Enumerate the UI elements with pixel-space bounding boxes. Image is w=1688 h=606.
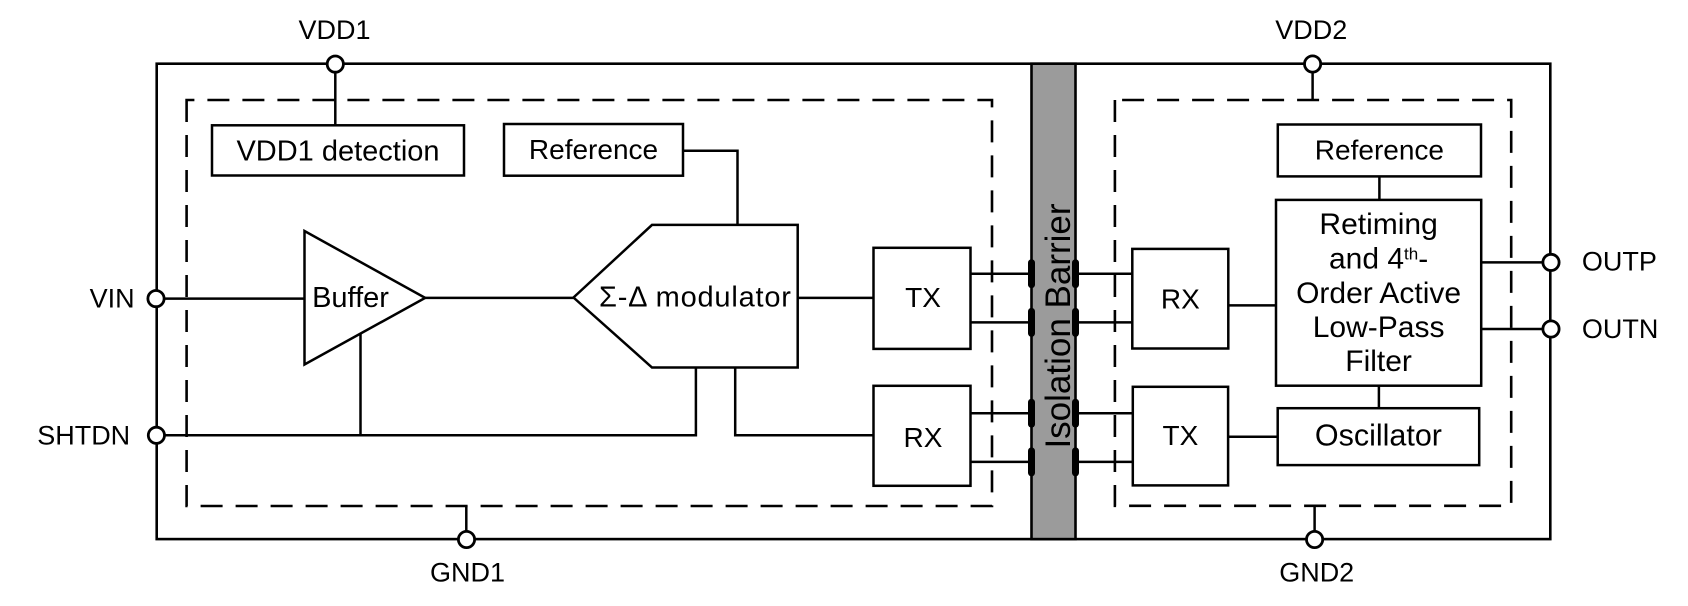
svg-text:OUTN: OUTN (1582, 314, 1659, 344)
svg-text:Order Active: Order Active (1296, 277, 1461, 310)
svg-text:Reference: Reference (529, 134, 658, 165)
svg-text:RX: RX (1161, 283, 1200, 314)
svg-text:Σ-Δ modulator: Σ-Δ modulator (599, 282, 792, 314)
svg-text:VDD2: VDD2 (1275, 15, 1347, 45)
svg-text:VDD1: VDD1 (298, 15, 370, 45)
svg-text:GND2: GND2 (1279, 558, 1354, 588)
svg-text:Oscillator: Oscillator (1315, 418, 1442, 452)
svg-text:Buffer: Buffer (312, 282, 389, 314)
svg-text:RX: RX (904, 422, 943, 453)
svg-text:TX: TX (905, 282, 941, 313)
svg-text:GND1: GND1 (430, 558, 505, 588)
svg-text:SHTDN: SHTDN (37, 421, 130, 451)
svg-text:Retiming: Retiming (1319, 208, 1437, 241)
svg-text:Isolation Barrier: Isolation Barrier (1039, 203, 1078, 448)
svg-text:TX: TX (1163, 420, 1199, 451)
svg-text:Filter: Filter (1345, 345, 1412, 378)
svg-text:Reference: Reference (1315, 135, 1444, 166)
svg-text:OUTP: OUTP (1582, 247, 1657, 277)
svg-text:VIN: VIN (90, 283, 135, 313)
svg-text:VDD1 detection: VDD1 detection (236, 136, 439, 168)
svg-text:Low-Pass: Low-Pass (1313, 311, 1445, 344)
